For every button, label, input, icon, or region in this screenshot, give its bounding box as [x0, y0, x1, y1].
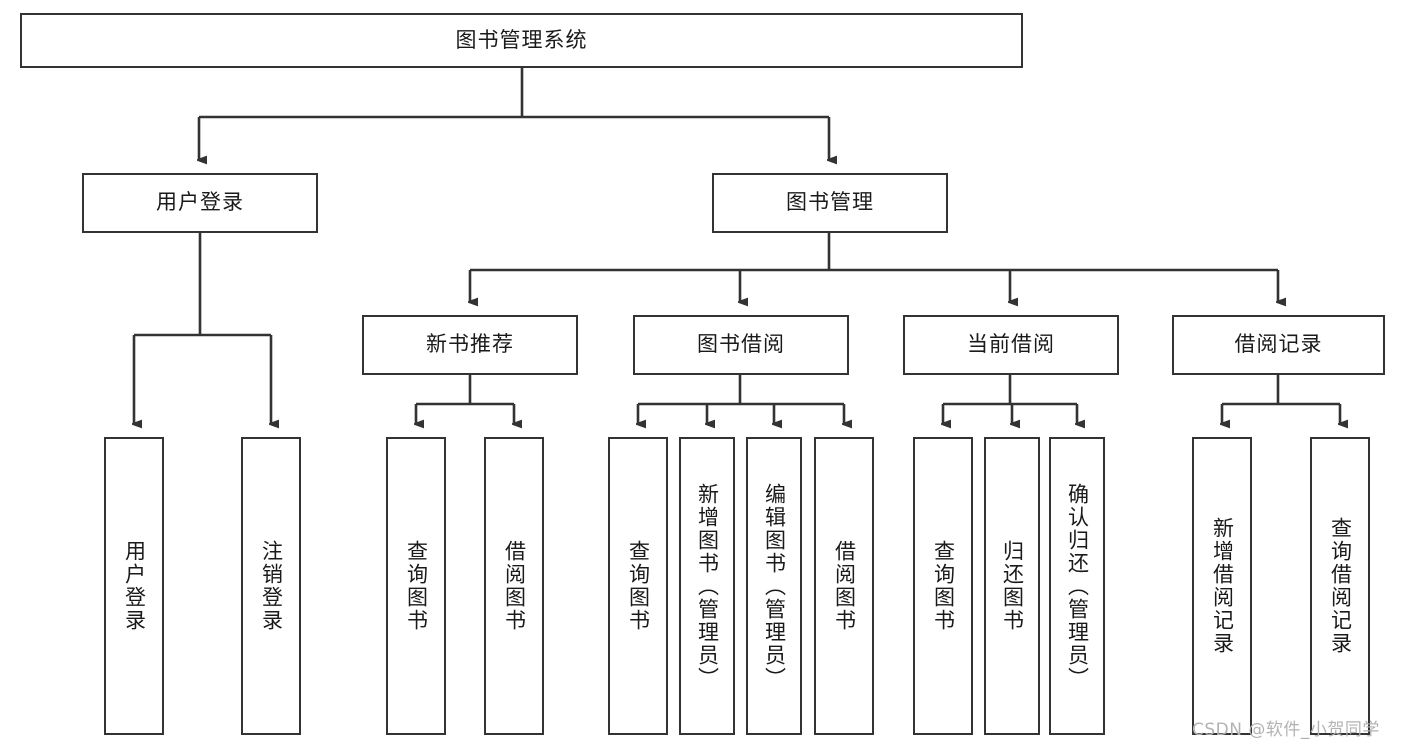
edge-currentborrow-to-leaves	[943, 375, 1077, 424]
node-new-book-recommend[interactable]: 新书推荐	[362, 315, 578, 375]
node-borrow-record[interactable]: 借阅记录	[1172, 315, 1385, 375]
node-user-login[interactable]: 用户登录	[82, 173, 318, 233]
node-current-borrow[interactable]: 当前借阅	[903, 315, 1119, 375]
node-leaf-query-book-1-label: 查询图书	[404, 540, 429, 632]
node-user-login-label: 用户登录	[156, 190, 244, 215]
node-book-borrow-label: 图书借阅	[697, 332, 785, 357]
edge-bookborrow-to-leaves	[638, 375, 844, 424]
node-leaf-query-book-3-label: 查询图书	[931, 540, 956, 632]
node-leaf-add-record-label: 新增借阅记录	[1210, 517, 1235, 655]
edge-bookmanage-to-level3	[470, 233, 1278, 302]
node-leaf-confirm-return[interactable]: 确认归还（管理员）	[1049, 437, 1105, 735]
node-leaf-query-record[interactable]: 查询借阅记录	[1310, 437, 1370, 735]
node-root[interactable]: 图书管理系统	[20, 13, 1023, 68]
node-leaf-query-book-3[interactable]: 查询图书	[913, 437, 973, 735]
edge-newbook-to-leaves	[416, 375, 514, 424]
node-leaf-query-book-2[interactable]: 查询图书	[608, 437, 668, 735]
node-current-borrow-label: 当前借阅	[967, 332, 1055, 357]
node-leaf-borrow-book-1-label: 借阅图书	[502, 540, 527, 632]
node-leaf-return-book[interactable]: 归还图书	[984, 437, 1040, 735]
node-borrow-record-label: 借阅记录	[1234, 332, 1323, 357]
node-leaf-edit-book[interactable]: 编辑图书（管理员）	[746, 437, 802, 735]
node-leaf-user-logout[interactable]: 注销登录	[241, 437, 301, 735]
node-leaf-user-login-label: 用户登录	[122, 540, 147, 632]
node-leaf-query-book-1[interactable]: 查询图书	[386, 437, 446, 735]
node-book-borrow[interactable]: 图书借阅	[633, 315, 849, 375]
node-root-label: 图书管理系统	[455, 27, 588, 52]
node-new-book-recommend-label: 新书推荐	[426, 332, 514, 357]
node-leaf-user-logout-label: 注销登录	[259, 540, 284, 632]
node-leaf-add-book-label: 新增图书（管理员）	[695, 482, 720, 690]
edge-userlogin-to-leaves	[134, 233, 271, 424]
node-book-manage-label: 图书管理	[786, 190, 874, 215]
node-leaf-query-record-label: 查询借阅记录	[1328, 517, 1353, 655]
node-leaf-confirm-return-label: 确认归还（管理员）	[1065, 482, 1090, 690]
node-leaf-query-book-2-label: 查询图书	[626, 540, 651, 632]
node-leaf-borrow-book-1[interactable]: 借阅图书	[484, 437, 544, 735]
edge-root-to-level2	[199, 68, 829, 160]
node-leaf-add-record[interactable]: 新增借阅记录	[1192, 437, 1252, 735]
node-leaf-return-book-label: 归还图书	[1000, 540, 1025, 632]
node-leaf-borrow-book-2[interactable]: 借阅图书	[814, 437, 874, 735]
csdn-watermark: CSDN @软件_小贺同学	[1192, 720, 1380, 740]
node-book-manage[interactable]: 图书管理	[712, 173, 948, 233]
node-leaf-add-book[interactable]: 新增图书（管理员）	[679, 437, 735, 735]
edge-borrowrecord-to-leaves	[1222, 375, 1340, 424]
node-leaf-edit-book-label: 编辑图书（管理员）	[762, 482, 787, 690]
node-leaf-borrow-book-2-label: 借阅图书	[832, 540, 857, 632]
node-leaf-user-login[interactable]: 用户登录	[104, 437, 164, 735]
